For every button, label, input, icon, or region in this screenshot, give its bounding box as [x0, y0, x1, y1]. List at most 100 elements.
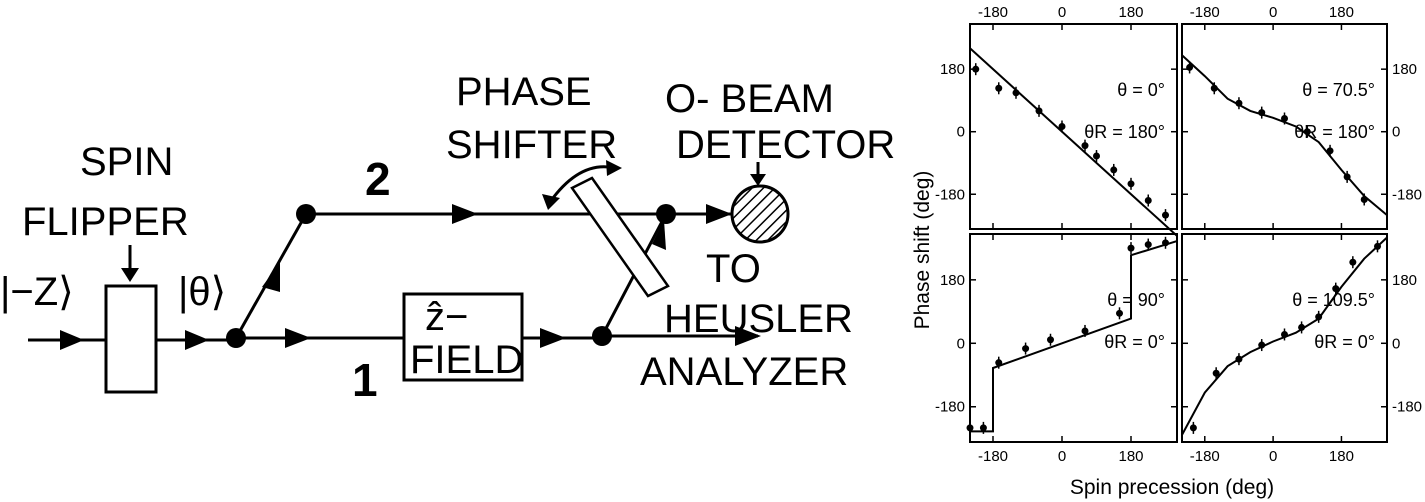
theta-state-label: |θ⟩ [178, 270, 226, 314]
data-point [1116, 309, 1123, 317]
data-point [966, 424, 974, 432]
data-point [1258, 109, 1266, 117]
y-tick-label: -180 [935, 399, 965, 416]
panel-theta-label: θ = 70.5° [1302, 80, 1375, 100]
data-point [1315, 313, 1323, 321]
y-axis-label: Phase shift (deg) [911, 171, 934, 330]
data-point [1186, 63, 1194, 71]
y-tick-label: -180 [1392, 399, 1422, 416]
y-tick-label: 180 [940, 272, 965, 289]
panel-theta-r-label: θR = 0° [1314, 332, 1375, 352]
data-point [1162, 239, 1169, 247]
panel-theta-r-label: θR = 0° [1104, 332, 1165, 352]
path-1-arrowhead-left [285, 328, 311, 348]
data-point [1298, 323, 1306, 331]
path-1-up-arrowhead [652, 220, 666, 250]
phase-shifter-label-line2: SHIFTER [446, 123, 617, 167]
data-point [1047, 336, 1054, 344]
data-point [1022, 345, 1030, 353]
data-point [1081, 142, 1089, 150]
o-beam-detector [730, 184, 790, 244]
data-point [1235, 355, 1243, 363]
data-point [1058, 123, 1066, 130]
to-heusler-label-line3: ANALYZER [640, 350, 848, 394]
y-tick-label: 180 [1392, 272, 1417, 289]
data-point [1110, 166, 1118, 174]
x-tick-label: 180 [1118, 4, 1143, 21]
phase-shifter-label-line1: PHASE [456, 70, 592, 114]
y-tick-label: -180 [1392, 186, 1422, 203]
data-point [1162, 211, 1169, 219]
data-point [1212, 369, 1220, 377]
data-point [995, 359, 1003, 367]
data-point [1035, 107, 1043, 115]
spin-flipper-label-line1: SPIN [80, 140, 173, 184]
y-tick-label: 0 [1392, 124, 1400, 141]
panel-theta-label: θ = 90° [1107, 290, 1165, 310]
data-point [1189, 424, 1197, 432]
x-tick-label: 0 [1269, 4, 1277, 21]
x-tick-label: 180 [1118, 448, 1143, 465]
to-detector-arrowhead [706, 204, 732, 224]
data-point [1258, 341, 1266, 349]
y-tick-label: -180 [935, 186, 965, 203]
x-tick-label: -180 [1190, 448, 1220, 465]
data-point [1360, 195, 1368, 203]
data-point [1210, 84, 1218, 92]
path-1-label: 1 [352, 354, 378, 406]
x-tick-label: 0 [1058, 448, 1066, 465]
x-tick-label: 180 [1329, 4, 1354, 21]
rotation-arrowhead-left [542, 194, 560, 210]
data-point [995, 84, 1003, 92]
data-point [1144, 197, 1152, 205]
x-tick-label: -180 [978, 448, 1008, 465]
data-point [1343, 173, 1351, 181]
data-point [1374, 242, 1382, 250]
data-point [1127, 244, 1135, 252]
data-point [1093, 152, 1100, 160]
x-tick-label: 0 [1269, 448, 1277, 465]
data-point [1303, 128, 1311, 136]
y-tick-label: 0 [1392, 335, 1400, 352]
panel-frame [969, 23, 1178, 230]
spin-flipper-pointer-arrowhead [121, 268, 139, 282]
panel-frame [969, 233, 1178, 443]
fit-curve [969, 47, 1178, 237]
spin-flipper-box [104, 284, 158, 394]
data-point [972, 65, 980, 73]
panel-frame [1181, 23, 1388, 230]
y-tick-label: 0 [957, 124, 965, 141]
rotation-arrowhead-right [606, 160, 622, 176]
interferometer-diagram: SPIN FLIPPER |−Z⟩ |θ⟩ 2 ẑ− FIELD 1 [0, 70, 895, 406]
to-heusler-label-line2: HEUSLER [664, 297, 853, 341]
data-point [1081, 327, 1089, 335]
to-heusler-arrowhead [735, 326, 761, 346]
input-state-label: |−Z⟩ [0, 270, 74, 314]
flipper-beam-arrowhead [185, 330, 209, 350]
x-axis-label: Spin precession (deg) [1070, 476, 1274, 499]
data-point [1235, 99, 1243, 107]
data-point [1281, 115, 1288, 123]
y-tick-label: 0 [957, 335, 965, 352]
x-tick-label: 180 [1329, 448, 1354, 465]
to-heusler-label-line1: TO [706, 247, 761, 291]
detector-label-line2: DETECTOR [676, 123, 895, 167]
data-point [1349, 258, 1357, 266]
detector-label-line1: O- BEAM [665, 77, 834, 121]
phase-shifter-slab [570, 176, 670, 298]
x-tick-label: -180 [1190, 4, 1220, 21]
path-2-up-arrowhead [262, 262, 280, 292]
data-point [1144, 241, 1152, 249]
path-2-arrowhead [452, 204, 478, 224]
data-point [1012, 89, 1020, 97]
data-point [1332, 285, 1340, 293]
y-tick-label: 180 [940, 61, 965, 78]
panel-theta-label: θ = 109.5° [1292, 290, 1375, 310]
z-field-label-line1: ẑ− [425, 295, 468, 339]
y-tick-label: 180 [1392, 61, 1417, 78]
data-point [979, 424, 987, 432]
fit-curve [970, 240, 1178, 433]
data-point [1326, 147, 1334, 155]
input-beam-arrowhead [60, 330, 84, 350]
x-tick-label: -180 [978, 4, 1008, 21]
